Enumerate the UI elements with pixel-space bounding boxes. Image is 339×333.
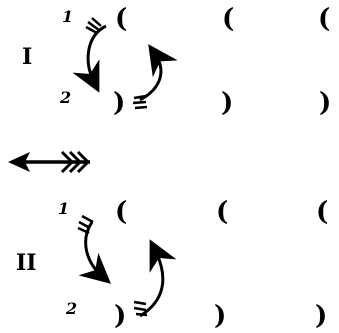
section-one-roman-label: I — [22, 44, 32, 70]
section-one: I 1 2 ( ( ( ) ) ) — [22, 4, 331, 118]
section-two-top-number: 1 — [58, 199, 69, 218]
section-one-top-crescent-3: ( — [318, 4, 330, 34]
section-two-bottom-number: 2 — [65, 299, 77, 318]
section-one-bottom-crescent-1: ) — [113, 88, 125, 118]
section-one-top-number: 1 — [62, 7, 73, 26]
section-two-top-crescent-1: ( — [115, 197, 127, 227]
section-two-bottom-crescent-1: ) — [114, 301, 126, 331]
section-one-bottom-number: 2 — [59, 88, 71, 107]
section-one-bottom-crescent-2: ) — [221, 88, 233, 118]
section-two-top-crescent-3: ( — [316, 197, 328, 227]
section-one-bottom-crescent-3: ) — [319, 88, 331, 118]
left-arrow-icon — [8, 152, 90, 172]
section-two-bottom-crescent-2: ) — [214, 301, 226, 331]
section-two: II 1 2 ( ( ( ) ) ) — [16, 197, 328, 331]
curved-arrow-up-icon — [134, 250, 163, 316]
curved-arrow-down-icon — [78, 216, 102, 276]
section-two-top-crescent-2: ( — [216, 197, 228, 227]
section-one-top-crescent-1: ( — [115, 4, 127, 34]
section-two-bottom-crescent-3: ) — [315, 301, 327, 331]
section-two-roman-label: II — [16, 250, 37, 276]
curved-arrow-down-icon — [86, 18, 106, 82]
section-one-top-crescent-2: ( — [222, 4, 234, 34]
curved-arrow-up-icon — [133, 54, 161, 108]
